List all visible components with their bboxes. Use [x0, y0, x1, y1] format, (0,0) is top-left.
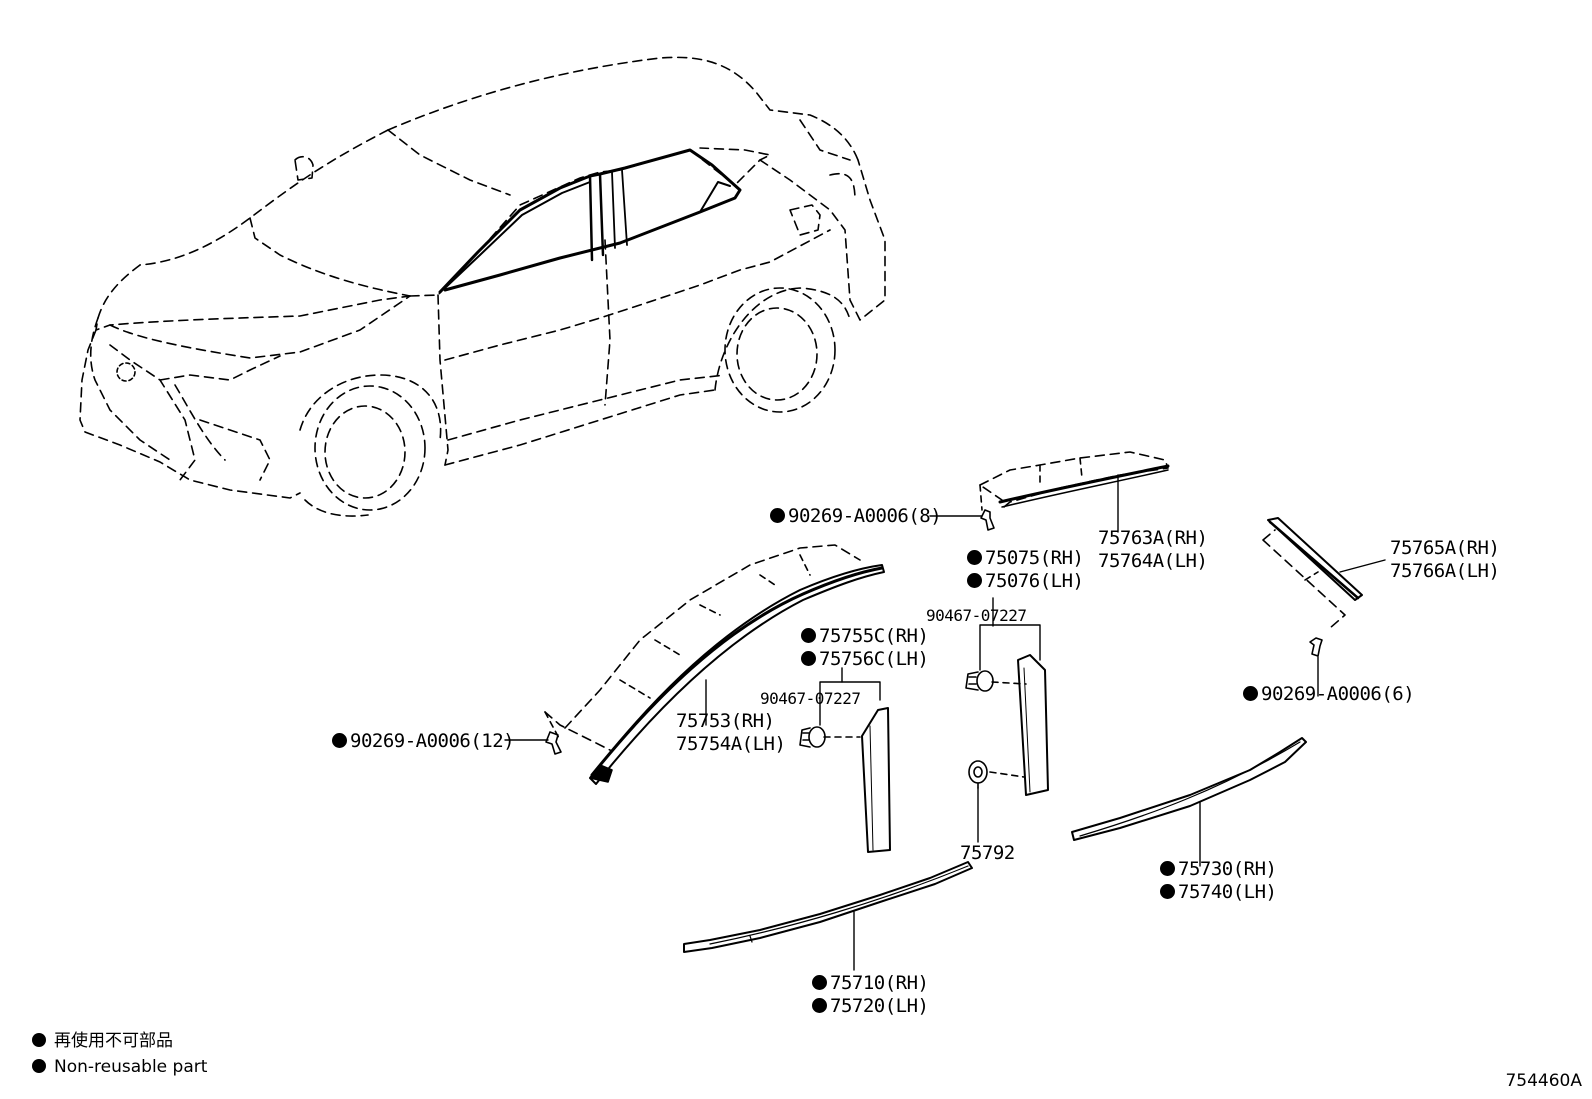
clip-90269-rear — [1309, 637, 1323, 657]
label-center-garnish-rh: 75755C(RH) — [801, 625, 929, 647]
non-reusable-dot-icon — [812, 975, 827, 990]
belt-moulding-rear — [1071, 737, 1307, 841]
label-belt-front-lh: 75720(LH) — [812, 995, 929, 1017]
clip-90467-rear — [965, 670, 994, 692]
non-reusable-dot-icon — [967, 573, 982, 588]
label-rear-moulding-rh: 75765A(RH) — [1390, 537, 1500, 559]
non-reusable-dot-icon — [967, 550, 982, 565]
roof-moulding — [979, 451, 1170, 511]
label-roof-moulding-rh: 75763A(RH) — [1098, 527, 1208, 549]
label-rear-garnish-rh: 75075(RH) — [967, 547, 1084, 569]
legend-japanese: 再使用不可部品 — [32, 1030, 173, 1052]
label-clip-75792: 75792 — [960, 842, 1015, 864]
label-clip-90467-rear: 90467-07227 — [926, 606, 1027, 625]
clip-90269-roof — [980, 509, 995, 531]
label-clip-roof: 90269-A0006(8) — [770, 505, 942, 527]
diagram-code: 754460A — [1505, 1071, 1582, 1091]
front-pillar-moulding — [544, 544, 885, 785]
belt-moulding-front — [683, 861, 973, 953]
label-belt-front-rh: 75710(RH) — [812, 972, 929, 994]
non-reusable-dot-icon — [1160, 861, 1175, 876]
clip-90467-center — [799, 726, 826, 748]
non-reusable-dot-icon — [801, 628, 816, 643]
label-belt-rear-lh: 75740(LH) — [1160, 881, 1277, 903]
non-reusable-dot-icon — [801, 651, 816, 666]
label-clip-90467-center: 90467-07227 — [760, 689, 861, 708]
label-belt-rear-rh: 75730(RH) — [1160, 858, 1277, 880]
label-clip-rear: 90269-A0006(6) — [1243, 683, 1415, 705]
center-pillar-garnish — [799, 707, 891, 853]
rear-moulding — [1262, 517, 1363, 629]
clip-90269-front — [545, 731, 562, 755]
non-reusable-dot-icon — [1243, 686, 1258, 701]
non-reusable-dot-icon — [770, 508, 785, 523]
non-reusable-dot-icon — [332, 733, 347, 748]
legend-english: Non-reusable part — [32, 1056, 207, 1078]
label-roof-moulding-lh: 75764A(LH) — [1098, 550, 1208, 572]
label-rear-garnish-lh: 75076(LH) — [967, 570, 1084, 592]
non-reusable-dot-icon — [1160, 884, 1175, 899]
label-front-pillar-rh: 75753(RH) — [676, 710, 775, 732]
rear-pillar-garnish — [965, 654, 1049, 796]
non-reusable-dot-icon — [812, 998, 827, 1013]
label-front-pillar-lh: 75754A(LH) — [676, 733, 786, 755]
non-reusable-dot-icon — [32, 1059, 46, 1073]
label-rear-moulding-lh: 75766A(LH) — [1390, 560, 1500, 582]
vehicle-illustration — [79, 56, 886, 517]
label-clip-front: 90269-A0006(12) — [332, 730, 515, 752]
label-center-garnish-lh: 75756C(LH) — [801, 648, 929, 670]
non-reusable-dot-icon — [32, 1033, 46, 1047]
leader-lines — [504, 474, 1386, 971]
clip-75792 — [968, 760, 988, 789]
